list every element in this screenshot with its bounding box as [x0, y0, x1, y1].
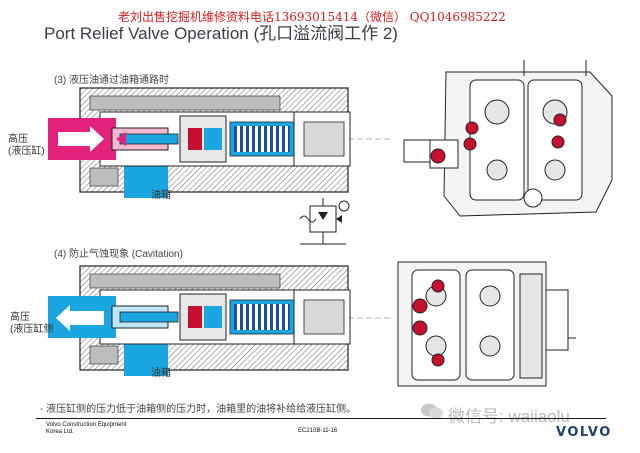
- relief-port-marker: [412, 298, 428, 314]
- page-title: Port Relief Valve Operation (孔口溢流阀工作 2): [44, 24, 398, 43]
- section-3-heading: (3) 液压油通过油箱通路时: [54, 75, 169, 86]
- tank-passage-3: [124, 166, 168, 198]
- footer-divider: [36, 418, 606, 419]
- high-pressure-label-3: 高压 (液压缸): [8, 134, 45, 158]
- valve-section-4: [48, 265, 392, 376]
- section-4-heading: (4) 防止气蚀现象 (Cavitation): [54, 249, 183, 260]
- relief-port-marker: [431, 353, 445, 367]
- hydraulic-symbol-icon: [299, 198, 350, 245]
- page-reference: EC210B-11-16: [298, 428, 338, 434]
- spring-3: [234, 126, 290, 152]
- relief-port-marker: [463, 137, 477, 151]
- high-pressure-line2: (液压缸): [8, 146, 45, 157]
- tank-label-4: 油箱: [151, 368, 171, 379]
- cavitation-note: - 液压缸侧的压力低于油箱侧的压力时，油箱里的油将补给给液压缸侧。: [40, 404, 357, 415]
- arrow-icon: [58, 126, 104, 152]
- company-name: Volvo Construction Equipment Korea Ltd.: [46, 422, 126, 436]
- arrow-icon: [56, 305, 104, 331]
- high-pressure-line1: 高压: [10, 312, 30, 323]
- relief-port-marker: [551, 135, 565, 149]
- high-pressure-line2: (液压缸侧: [10, 324, 54, 335]
- company-line1: Volvo Construction Equipment: [46, 422, 127, 428]
- high-pressure-label-4: 高压 (液压缸侧: [10, 312, 53, 336]
- company-line2: Korea Ltd.: [46, 429, 74, 435]
- control-valve-top-view: [403, 60, 613, 217]
- relief-port-marker: [412, 320, 428, 336]
- contact-watermark: 老刘出售挖掘机维修资料电话13693015414（微信） QQ104698522…: [118, 10, 506, 24]
- control-valve-bottom-view: [397, 261, 576, 387]
- relief-port-marker: [431, 279, 445, 293]
- brand-logo: VOLVO: [556, 425, 612, 440]
- high-pressure-line1: 高压: [8, 134, 28, 145]
- relief-port-marker: [465, 121, 479, 135]
- wechat-watermark: 微信号: waiiaolu: [448, 407, 570, 426]
- tank-passage-4: [124, 344, 168, 376]
- wechat-icon: [421, 403, 443, 419]
- spring-4: [234, 304, 290, 330]
- valve-section-3: [48, 87, 392, 198]
- relief-port-marker: [430, 148, 446, 164]
- tank-label-3: 油箱: [151, 190, 171, 201]
- relief-port-marker: [553, 113, 567, 127]
